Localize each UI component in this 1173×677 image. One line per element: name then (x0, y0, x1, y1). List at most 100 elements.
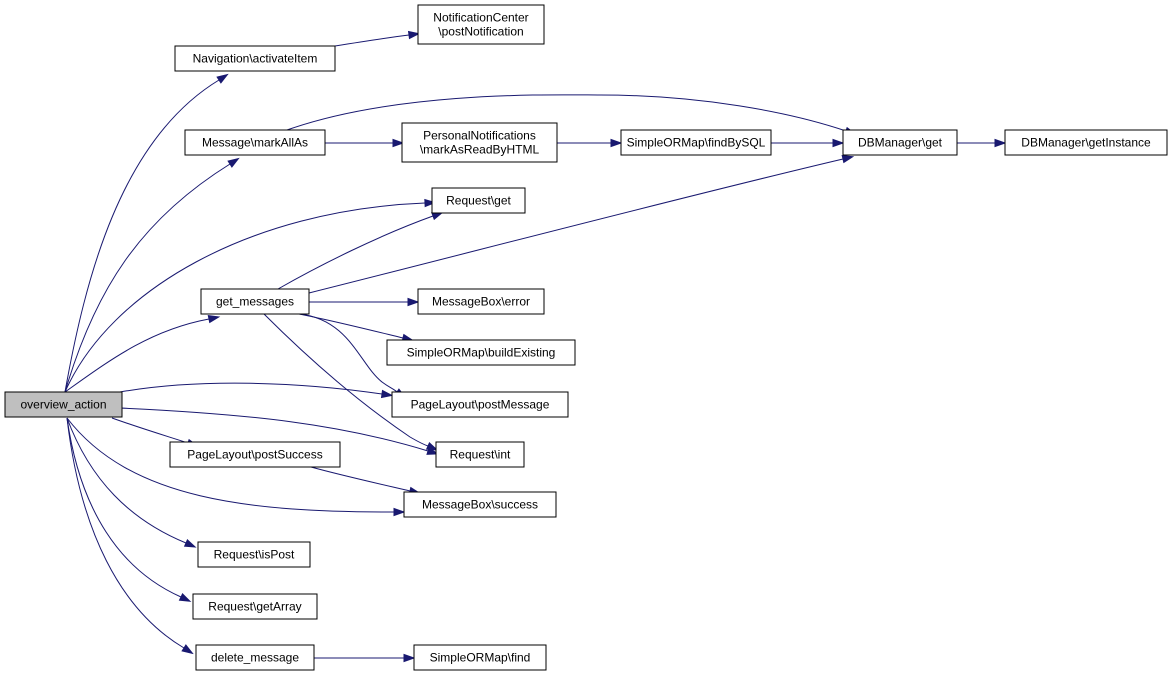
edge-arrowhead (994, 138, 1007, 148)
node-box (413, 644, 547, 671)
node-orm-buildexisting[interactable]: SimpleORMap\buildExisting (386, 339, 576, 366)
edge-line (263, 313, 429, 447)
edge-overview_action-to-msg_markall (64, 157, 240, 393)
node-delete-message[interactable]: delete_message (195, 644, 315, 671)
node-box (169, 441, 341, 468)
edge-overview_action-to-req_ispost (66, 417, 197, 548)
node-mb-error[interactable]: MessageBox\error (417, 288, 545, 315)
edge-msg_markall-to-pn_markread (325, 138, 405, 148)
edge-arrowhead (181, 644, 194, 655)
node-req-int[interactable]: Request\int (435, 441, 525, 468)
node-db-getinstance[interactable]: DBManager\getInstance (1004, 129, 1168, 156)
edge-line (119, 382, 383, 395)
node-req-get[interactable]: Request\get (431, 187, 526, 214)
edge-line (119, 407, 429, 452)
node-label: \markAsReadByHTML (420, 143, 540, 157)
edge-overview_action-to-nav_activate (64, 73, 229, 393)
node-box (620, 129, 772, 156)
node-label: Request\get (446, 194, 511, 208)
edge-arrowhead (431, 212, 444, 221)
node-label: get_messages (216, 295, 294, 309)
node-box (1004, 129, 1168, 156)
node-label: MessageBox\error (432, 295, 530, 309)
node-label: Request\int (450, 448, 511, 462)
node-pl-postmessage[interactable]: PageLayout\postMessage (391, 391, 569, 418)
node-req-ispost[interactable]: Request\isPost (197, 541, 311, 568)
node-label: SimpleORMap\find (430, 651, 531, 665)
edge-arrowhead (227, 157, 240, 168)
node-box (386, 339, 576, 366)
edge-arrowhead (216, 73, 229, 84)
node-notif-post[interactable]: NotificationCenter\postNotification (417, 4, 545, 45)
node-box (403, 491, 557, 518)
edge-pn_markread-to-orm_findbysql (557, 138, 623, 148)
edge-line (64, 163, 231, 393)
node-get-messages[interactable]: get_messages (200, 288, 310, 315)
node-mb-success[interactable]: MessageBox\success (403, 491, 557, 518)
edge-arrowhead (424, 198, 437, 208)
node-label: DBManager\getInstance (1021, 136, 1151, 150)
node-label: overview_action (20, 398, 106, 412)
edge-line (277, 215, 434, 290)
edge-arrowhead (407, 30, 421, 40)
edge-arrowhead (207, 314, 221, 324)
node-box (195, 644, 315, 671)
edge-arrowhead (403, 653, 416, 663)
edge-arrowhead (178, 592, 192, 602)
node-box (184, 129, 326, 156)
edge-overview_action-to-delete_message (66, 417, 194, 655)
node-label: PageLayout\postMessage (411, 398, 550, 412)
edge-db_get-to-db_getinstance (957, 138, 1007, 148)
edge-nav_activate-to-notif_post (334, 30, 421, 47)
edge-overview_action-to-get_messages (64, 314, 221, 393)
node-label: Request\isPost (214, 548, 295, 562)
node-box (192, 593, 318, 620)
edge-arrowhead (425, 441, 439, 451)
edge-get_messages-to-mb_error (309, 297, 420, 307)
edge-line (66, 417, 182, 598)
node-label: PageLayout\postSuccess (187, 448, 322, 462)
node-label: Message\markAllAs (202, 136, 308, 150)
edge-line (310, 466, 411, 492)
edge-overview_action-to-req_get (64, 198, 437, 393)
edge-delete_message-to-orm_find (314, 653, 416, 663)
node-box (417, 288, 545, 315)
node-pl-postsuccess[interactable]: PageLayout\postSuccess (169, 441, 341, 468)
edge-arrowhead (183, 538, 197, 548)
node-box (4, 391, 123, 418)
edge-msg_markall-to-db_get (286, 94, 857, 135)
edge-arrowhead (841, 155, 855, 164)
edge-line (299, 313, 398, 393)
node-db-get[interactable]: DBManager\get (842, 129, 958, 156)
edge-orm_findbysql-to-db_get (771, 138, 845, 148)
edge-line (334, 34, 410, 47)
node-orm-findbysql[interactable]: SimpleORMap\findBySQL (620, 129, 772, 156)
edge-arrowhead (832, 138, 845, 148)
node-msg-markall[interactable]: Message\markAllAs (184, 129, 326, 156)
edge-arrowhead (610, 138, 623, 148)
node-box (435, 441, 525, 468)
node-orm-find[interactable]: SimpleORMap\find (413, 644, 547, 671)
node-label: SimpleORMap\findBySQL (627, 136, 766, 150)
node-overview-action[interactable]: overview_action (4, 391, 123, 418)
node-label: PersonalNotifications (423, 129, 536, 143)
node-nav-activate[interactable]: Navigation\activateItem (174, 45, 336, 72)
edge-line (111, 417, 189, 444)
node-label: SimpleORMap\buildExisting (407, 346, 556, 360)
node-req-getarray[interactable]: Request\getArray (192, 593, 318, 620)
edge-get_messages-to-req_int (263, 313, 439, 451)
edge-line (64, 202, 426, 393)
node-box (197, 541, 311, 568)
node-label: MessageBox\success (422, 498, 538, 512)
node-pn-markread[interactable]: PersonalNotifications\markAsReadByHTML (401, 122, 558, 163)
node-box (401, 122, 558, 163)
nodes-layer: overview_action Navigation\activateItem No… (4, 4, 1168, 671)
node-box (431, 187, 526, 214)
node-label: NotificationCenter (433, 11, 528, 25)
node-box (391, 391, 569, 418)
edge-arrowhead (380, 389, 394, 399)
node-box (200, 288, 310, 315)
node-label: DBManager\get (858, 136, 943, 150)
edge-arrowhead (407, 297, 420, 307)
